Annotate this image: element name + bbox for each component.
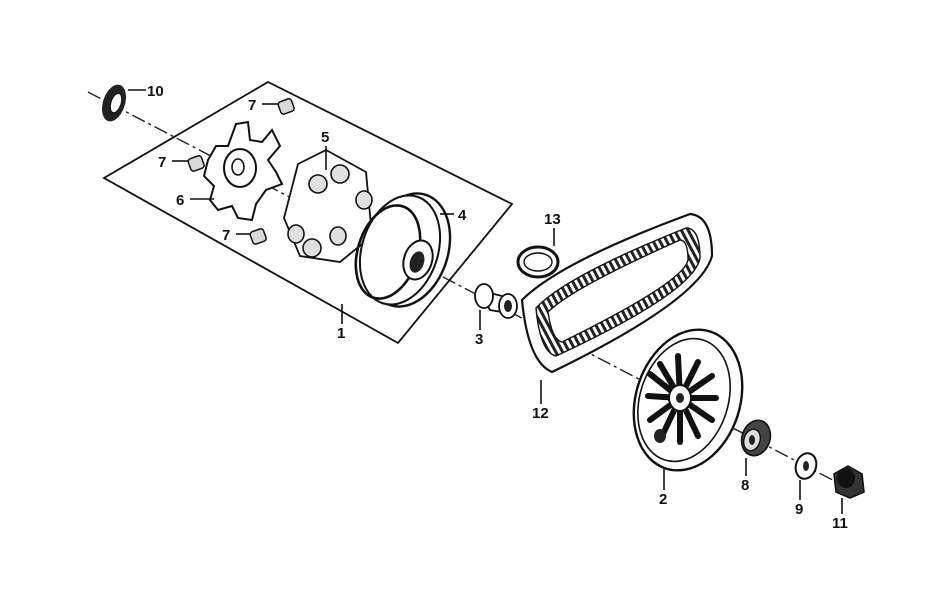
drive-belt-part (520, 212, 714, 374)
o-ring-part (516, 245, 560, 279)
callout-2: 2 (659, 491, 667, 508)
callout-6: 6 (176, 192, 184, 209)
leader-lines (128, 89, 843, 514)
drive-face-pulley (354, 192, 452, 308)
slider-piece (277, 98, 295, 115)
callout-1: 1 (337, 325, 345, 342)
slider-piece (249, 228, 267, 245)
callout-4: 4 (458, 207, 467, 224)
callout-10: 10 (147, 83, 164, 100)
callout-5: 5 (321, 129, 329, 146)
oil-seal-part (102, 84, 126, 122)
callout-8: 8 (741, 477, 749, 494)
callout-9: 9 (795, 501, 803, 518)
weight-roller-set (283, 148, 373, 263)
assembly-frame (102, 80, 514, 345)
callout-7-bottom: 7 (222, 227, 230, 244)
lock-washer-part (740, 419, 772, 457)
callout-7-top: 7 (248, 97, 256, 114)
callout-13: 13 (544, 211, 561, 228)
callout-7-mid: 7 (158, 154, 166, 171)
slider-piece (187, 155, 205, 172)
callout-11: 11 (832, 515, 848, 532)
fixed-drive-face-fan (632, 328, 744, 472)
flat-washer-part (794, 452, 818, 480)
hex-nut-part (833, 465, 865, 499)
center-axis-line (87, 91, 849, 489)
callout-3: 3 (475, 331, 483, 348)
ramp-plate-part (202, 120, 284, 222)
callout-12: 12 (532, 405, 549, 422)
collar-bushing (474, 283, 518, 319)
